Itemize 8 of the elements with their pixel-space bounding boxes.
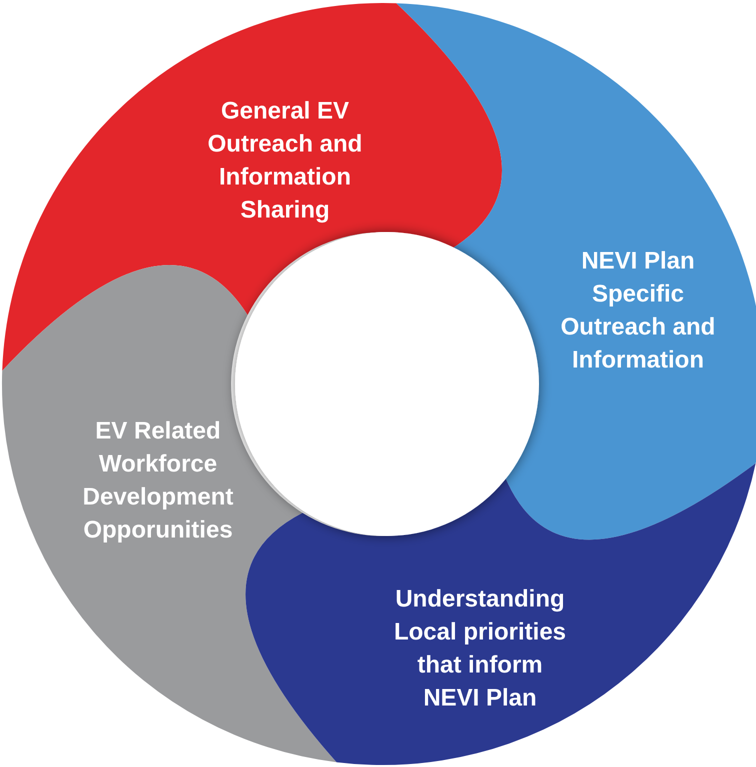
ring-segment xyxy=(246,463,756,766)
ring-segment xyxy=(2,3,502,371)
segment-label: NEVI Plan Specific Outreach and Information xyxy=(560,248,716,374)
segment-label: EV Related Workforce Development Opporunities xyxy=(82,418,234,544)
segment-label: Understanding Local priorities that inform NEVI Plan xyxy=(394,586,566,712)
ring-segment xyxy=(2,265,337,762)
ring-segment xyxy=(396,3,756,540)
segment-label: General EV Outreach and Information Sharing xyxy=(208,98,362,224)
